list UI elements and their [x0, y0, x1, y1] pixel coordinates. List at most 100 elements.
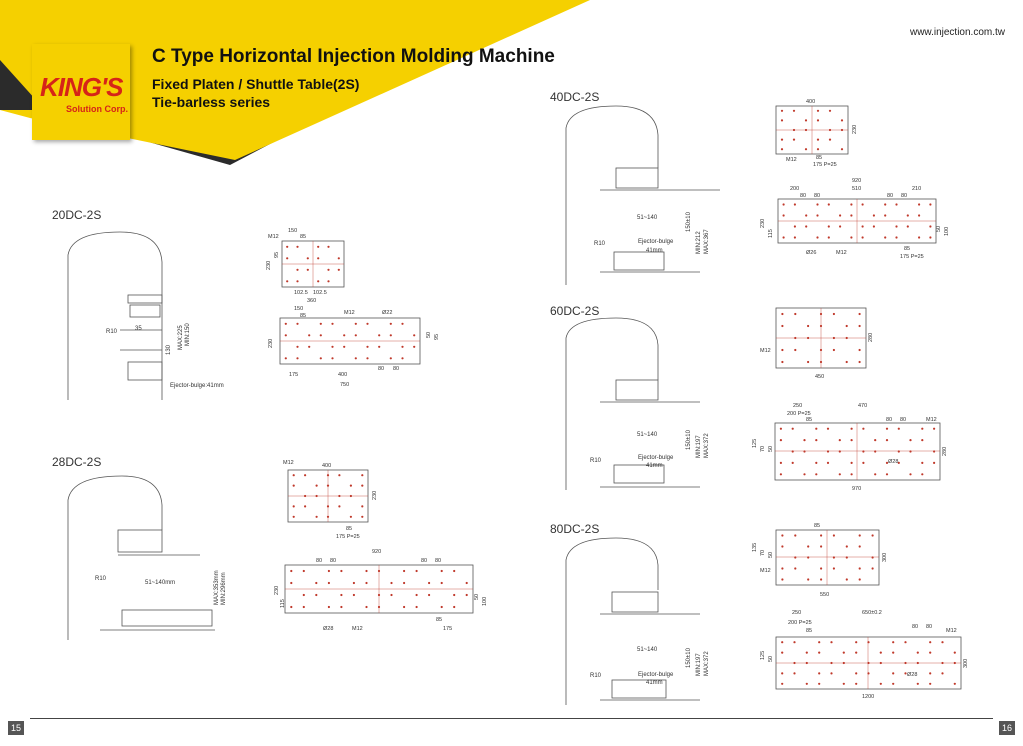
dim-label: 135 — [752, 543, 758, 552]
dim-label: 115 — [280, 599, 286, 608]
bolt-hole — [377, 605, 381, 609]
machine-side-view-20dc — [67, 231, 163, 400]
dim-label: 80 — [330, 558, 336, 564]
bolt-hole — [780, 109, 784, 112]
bolt-hole — [337, 257, 340, 260]
bolt-hole — [415, 605, 418, 609]
bolt-hole — [327, 581, 330, 585]
bolt-hole — [340, 605, 343, 609]
bolt-hole — [304, 474, 307, 477]
dim-label: 80 — [435, 558, 441, 564]
bolt-hole — [338, 494, 341, 498]
bolt-hole — [871, 534, 874, 537]
dim-label: 50 — [426, 332, 432, 338]
bolt-hole — [845, 324, 848, 328]
bolt-hole — [816, 148, 820, 151]
bolt-hole — [791, 450, 794, 453]
bolt-hole — [292, 505, 295, 508]
website-url[interactable]: www.injection.com.tw — [909, 27, 1005, 38]
bolt-hole — [302, 569, 305, 573]
bolt-hole — [906, 225, 909, 228]
bolt-hole — [818, 682, 821, 685]
bolt-hole — [819, 324, 823, 328]
platen-top-40dc — [775, 105, 849, 155]
bolt-hole — [861, 203, 864, 206]
bolt-hole — [826, 461, 830, 464]
bolt-hole — [327, 605, 330, 609]
bolt-hole — [807, 324, 810, 328]
dim-label: M12 — [926, 417, 937, 423]
bolt-hole — [830, 661, 833, 665]
bolt-hole — [284, 334, 287, 337]
bolt-hole — [338, 505, 341, 508]
dim-label: 230 — [274, 586, 280, 595]
bolt-hole — [861, 225, 864, 228]
dim-label: M12 — [836, 250, 847, 256]
bolt-hole — [317, 257, 320, 260]
bolt-hole — [327, 280, 330, 283]
bolt-hole — [840, 119, 844, 122]
bolt-hole — [415, 593, 418, 597]
bolt-hole — [331, 357, 334, 360]
bolt-hole — [286, 245, 289, 248]
dim-label: 100 — [482, 597, 488, 606]
bolt-hole — [377, 593, 381, 597]
platen-bottom-28dc — [284, 564, 474, 614]
bolt-hole — [832, 567, 836, 570]
dim-label: 95 — [434, 334, 440, 340]
bolt-hole — [805, 225, 808, 228]
bolt-hole — [361, 484, 364, 487]
bolt-hole — [805, 651, 808, 654]
bolt-hole — [918, 203, 921, 206]
bolt-hole — [292, 484, 295, 487]
bolt-hole — [793, 203, 797, 206]
dim-label: 41mm — [646, 248, 663, 254]
bolt-hole — [820, 545, 823, 548]
bolt-hole — [779, 427, 783, 430]
bolt-hole — [781, 545, 784, 548]
bolt-hole — [858, 545, 861, 548]
bolt-hole — [401, 357, 404, 360]
bolt-hole — [304, 505, 307, 508]
dim-label: 70 — [760, 550, 766, 556]
dim-label: 125 — [752, 439, 758, 448]
dim-label: 175 P=25 — [813, 162, 837, 168]
bolt-hole — [807, 578, 810, 581]
bolt-hole — [366, 345, 369, 348]
bolt-hole — [904, 672, 907, 675]
dim-label: MAX:225 — [178, 325, 184, 350]
bolt-hole — [780, 119, 784, 122]
bolt-hole — [365, 569, 368, 573]
bolt-hole — [781, 651, 784, 654]
bolt-hole — [879, 682, 882, 685]
bolt-hole — [327, 245, 330, 248]
bolt-hole — [921, 473, 924, 476]
bolt-hole — [850, 473, 853, 476]
bolt-hole — [871, 556, 874, 559]
bolt-hole — [781, 672, 784, 675]
bolt-hole — [779, 473, 783, 476]
bolt-hole — [780, 138, 784, 141]
dim-label: 1200 — [862, 694, 874, 700]
bolt-hole — [286, 257, 289, 260]
bolt-hole — [892, 682, 895, 685]
bolt-hole — [858, 324, 861, 328]
dim-label: 650±0.2 — [862, 610, 882, 616]
bolt-hole — [807, 545, 810, 548]
dim-label: 80 — [378, 366, 384, 372]
bolt-hole — [413, 334, 416, 337]
dim-label: 80 — [926, 624, 932, 630]
bolt-hole — [820, 567, 823, 570]
bolt-hole — [331, 322, 334, 325]
bolt-hole — [816, 119, 820, 122]
bolt-hole — [306, 257, 309, 260]
bolt-hole — [895, 203, 898, 206]
dim-label: M12 — [268, 234, 279, 240]
dim-label: 85 — [816, 155, 822, 161]
dim-label: 80 — [421, 558, 427, 564]
bolt-hole — [302, 605, 305, 609]
dim-label: 400 — [322, 463, 331, 469]
dim-label: 150 — [294, 306, 303, 312]
bolt-hole — [306, 268, 309, 271]
bolt-hole — [861, 236, 864, 239]
